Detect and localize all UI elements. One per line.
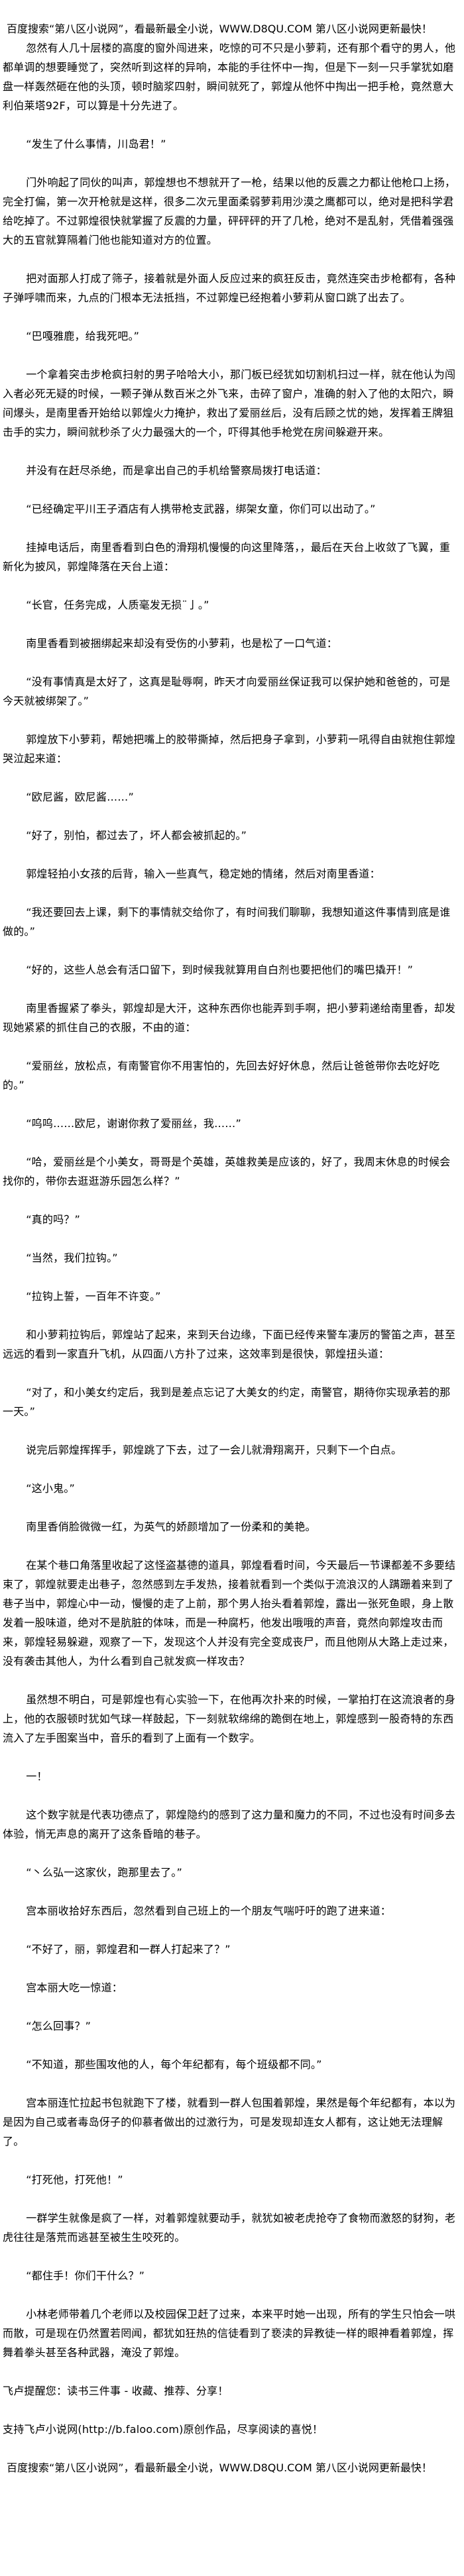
paragraph: 和小萝莉拉钩后，郭煌站了起来，来到天台边缘，下面已经传来警车凄厉的警笛之声，甚至… <box>3 1328 456 1360</box>
paragraph: 并没有在赶尽杀绝，而是拿出自己的手机给警察局拨打电话道： <box>26 464 327 477</box>
paragraph: “对了，和小美女约定后，我到是差点忘记了大美女的约定，南警官，期待你实现承若的那… <box>3 1386 451 1418</box>
chapter-page: 百度搜索“第八区小说网”，看最新最全小说，WWW.D8QU.COM 第八区小说网… <box>3 23 457 2474</box>
footer-support-link[interactable]: 支持飞卢小说网(http://b.faloo.com)原创作品，尽享阅读的喜悦！ <box>3 2423 323 2436</box>
paragraph: “发生了什么事情，川岛君！” <box>26 138 166 150</box>
paragraph: “已经确定平川王子酒店有人携带枪支武器，绑架女童，你们可以出动了。” <box>26 503 376 515</box>
paragraph: “拉钩上誓，一百年不许变。” <box>26 1290 161 1303</box>
paragraph: 一群学生就像是疯了一样，对着郭煌就要动手，就犹如被老虎抢夺了食物而激怒的豺狗，老… <box>3 2212 456 2244</box>
paragraph: 郭煌放下小萝莉，帮她把嘴上的胶带撕掉，然后把身子拿到，小萝莉一吼得自由就抱住郭煌… <box>3 733 456 765</box>
footer-banner: 百度搜索“第八区小说网”，看最新最全小说，WWW.D8QU.COM 第八区小说网… <box>7 2461 432 2474</box>
paragraph: 宫本丽大吃一惊道： <box>26 1981 123 1994</box>
paragraph: 虽然想不明白，可是郭煌也有心实验一下，在他再次扑来的时候，一掌拍打在这流浪者的身… <box>3 1693 456 1744</box>
paragraph: “巴嘎雅鹿，给我死吧。” <box>26 330 140 342</box>
paragraph: 一个拿着突击步枪疯扫射的男子哈哈大小，那门板已经犹如切割机扫过一样，就在他认为闯… <box>3 368 456 438</box>
paragraph: “都住手！你们干什么？” <box>26 2269 145 2282</box>
paragraph: “不知道，那些围攻他的人，每个年纪都有，每个班级都不同。” <box>26 2058 322 2071</box>
paragraph: “当然，我们拉钩。” <box>26 1252 118 1264</box>
paragraph: “哈，爱丽丝是个小美女，哥哥是个英雄，英雄救美是应该的，好了，我周末休息的时候会… <box>3 1156 451 1187</box>
paragraph: “打死他，打死他！” <box>26 2173 123 2186</box>
paragraph: “真的吗？” <box>26 1213 80 1226</box>
paragraph: 说完后郭煌挥挥手，郭煌跳了下去，过了一会儿就滑翔离开，只剩下一个白点。 <box>26 1444 402 1456</box>
paragraph: “好了，别怕，都过去了，坏人都会被抓起的。” <box>26 829 247 842</box>
paragraph: 挂掉电话后，南里香看到白色的滑翔机慢慢的向这里降落，，最后在天台上收敛了飞翼，重… <box>3 541 451 573</box>
paragraph: “没有事情真是太好了，这真是耻辱啊，昨天才向爱丽丝保证我可以保护她和爸爸的，可是… <box>3 675 451 707</box>
paragraph: “好的，这些人总会有活口留下，到时候我就算用自白剂也要把他们的嘴巴撬开！” <box>26 964 414 976</box>
paragraph: “丶么弘一这家伙，跑那里去了。” <box>26 1866 182 1879</box>
paragraph: “呜呜……欧尼，谢谢你救了爱丽丝，我……” <box>26 1117 241 1130</box>
paragraph: 把对面那人打成了筛子，接着就是外面人反应过来的疯狂反击，竟然连突击步枪都有，各种… <box>3 272 456 304</box>
paragraph: 忽然有人几十层楼的高度的窗外闯进来，吃惊的可不只是小萝莉，还有那个看守的男人，他… <box>3 42 456 112</box>
paragraph: 这个数字就是代表功德点了，郭煌隐约的感到了这力量和魔力的不同，不过也没有时间多去… <box>3 1808 456 1840</box>
paragraph: “怎么回事？” <box>26 2020 91 2032</box>
paragraph: 宫本丽连忙拉起书包就跑下了楼，就看到一群人包围着郭煌，果然是每个年纪都有，本以为… <box>3 2097 456 2148</box>
paragraph: “不好了，丽，郭煌君和一群人打起来了？” <box>26 1943 231 1956</box>
paragraph: “我还要回去上课，剩下的事情就交给你了，有时间我们聊聊，我想知道这件事情到底是谁… <box>3 906 451 938</box>
paragraph: 南里香看到被捆绑起来却没有受伤的小萝莉，也是松了一口气道： <box>26 637 337 650</box>
header-banner: 百度搜索“第八区小说网”，看最新最全小说，WWW.D8QU.COM 第八区小说网… <box>7 23 432 35</box>
paragraph: “欧尼酱，欧尼酱……” <box>26 791 134 803</box>
paragraph: “爱丽丝，放松点，有南警官你不用害怕的，先回去好好休息，然后让爸爸带你去吃好吃的… <box>3 1060 440 1091</box>
paragraph: “长官，任务完成，人质毫发无损¨亅。” <box>26 599 209 611</box>
chapter-body: 忽然有人几十层楼的高度的窗外闯进来，吃惊的可不只是小萝莉，还有那个看守的男人，他… <box>3 38 457 2362</box>
paragraph: “这小鬼。” <box>26 1482 75 1495</box>
paragraph: 一！ <box>26 1770 48 1783</box>
paragraph: 在某个巷口角落里收起了这怪盗基德的道具，郭煌看看时间，今天最后一节课都差不多要结… <box>3 1559 456 1667</box>
paragraph: 小林老师带着几个老师以及校园保卫赶了过来，本来平时她一出现，所有的学生只怕会一哄… <box>3 2308 456 2359</box>
paragraph: 南里香俏脸微微一红，为英气的娇颜增加了一份柔和的美艳。 <box>26 1520 316 1533</box>
paragraph: 宫本丽收拾好东西后，忽然看到自己班上的一个朋友气喘吁吁的跑了进来道： <box>26 1905 391 1917</box>
footer-reminder: 飞卢提醒您：读书三件事 - 收藏、推荐、分享！ <box>3 2385 229 2397</box>
paragraph: 门外响起了同伙的叫声，郭煌想也不想就开了一枪，结果以他的反震之力都让他枪口上扬，… <box>3 176 456 246</box>
paragraph: 南里香握紧了拳头，郭煌却是大汗，这种东西你也能弄到手啊，把小萝莉递给南里香，却发… <box>3 1002 456 1034</box>
paragraph: 郭煌轻拍小女孩的后背，输入一些真气，稳定她的情绪，然后对南里香道： <box>26 867 380 880</box>
